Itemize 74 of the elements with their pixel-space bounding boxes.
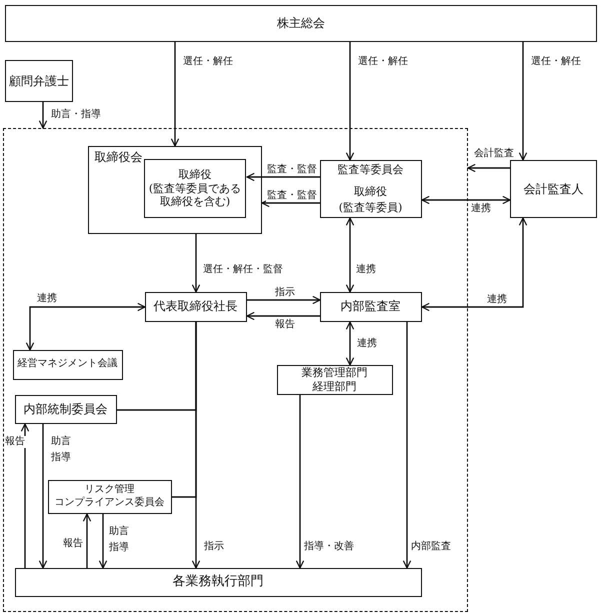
node-label: (監査等委員である取締役を含む) bbox=[148, 182, 242, 210]
connector-line bbox=[26, 302, 146, 351]
edge-label: 指示 bbox=[203, 541, 225, 553]
edge-label: 助言・指導 bbox=[50, 109, 102, 121]
node-label: 株主総会 bbox=[277, 16, 325, 31]
box bbox=[144, 159, 246, 218]
box bbox=[5, 5, 597, 42]
edge-label: 報告 bbox=[274, 319, 296, 331]
edge-label: 連携 bbox=[486, 294, 508, 306]
node-label: 会計監査人 bbox=[524, 182, 584, 196]
connector-line bbox=[98, 514, 108, 569]
box bbox=[14, 568, 422, 596]
connector-line bbox=[170, 42, 180, 147]
node-label: 経理部門 bbox=[312, 380, 356, 394]
edge-label: 監査・監督 bbox=[266, 164, 318, 176]
edge-label: 連携 bbox=[355, 264, 377, 276]
node-label: リスク管理 bbox=[84, 484, 134, 496]
box bbox=[276, 364, 392, 394]
connector-line bbox=[192, 234, 200, 293]
box bbox=[144, 292, 246, 322]
connector-line bbox=[518, 42, 528, 161]
box bbox=[320, 160, 422, 218]
node-label: 取締役 bbox=[178, 168, 212, 182]
connector-line bbox=[467, 164, 510, 172]
box bbox=[510, 160, 597, 218]
connector-line bbox=[38, 424, 48, 569]
box bbox=[320, 292, 422, 322]
box bbox=[5, 60, 73, 102]
connector-line bbox=[421, 196, 511, 204]
connector-line bbox=[346, 42, 354, 161]
edge-label: 連携 bbox=[356, 338, 378, 350]
dashed-boundary bbox=[3, 128, 468, 612]
node-label: コンプライアンス委員会 bbox=[54, 496, 164, 509]
connector-line bbox=[296, 395, 304, 569]
connector-line bbox=[246, 312, 320, 320]
node-label: 内部監査室 bbox=[340, 299, 400, 314]
box bbox=[12, 350, 122, 380]
node-label: 内部統制委員会 bbox=[24, 402, 108, 416]
edge-label: 連携 bbox=[470, 203, 492, 215]
connector-line bbox=[172, 322, 197, 498]
edge-label: 報告 bbox=[62, 538, 84, 550]
edge-label: 内部監査 bbox=[410, 541, 452, 553]
node-label: 各業務執行部門 bbox=[172, 574, 264, 590]
edge-label: 選任・解任 bbox=[530, 56, 582, 68]
connector-line bbox=[261, 198, 320, 208]
node-label: 監査等委員会 bbox=[338, 162, 404, 176]
edge-label: 選任・解任 bbox=[182, 56, 234, 68]
connector-line bbox=[346, 321, 354, 366]
connector-line bbox=[82, 513, 92, 568]
box bbox=[48, 480, 172, 514]
node-label: 取締役会 bbox=[94, 150, 142, 164]
node-label: 業務管理部門 bbox=[302, 366, 368, 380]
connector-line bbox=[346, 217, 354, 293]
edge-label: 報告 bbox=[4, 436, 26, 448]
connector-line bbox=[421, 217, 528, 312]
edge-label: 会計監査 bbox=[473, 148, 515, 160]
edge-label: 監査・監督 bbox=[266, 190, 318, 202]
edge-label: 選任・解任 bbox=[357, 56, 409, 68]
box bbox=[88, 146, 262, 234]
node-label: 取締役 bbox=[354, 184, 387, 198]
edge-label: 選任・解任・監督 bbox=[202, 264, 284, 276]
connector-line bbox=[247, 296, 321, 304]
node-label: 代表取締役社長 bbox=[154, 299, 238, 314]
node-label: 顧問弁護士 bbox=[9, 74, 69, 88]
edge-label: 指導・改善 bbox=[303, 541, 355, 553]
connector-line bbox=[402, 322, 412, 569]
connector-line bbox=[20, 423, 30, 568]
edge-label: 連携 bbox=[36, 293, 58, 305]
box bbox=[14, 394, 116, 424]
node-label: 経営マネジメント会議 bbox=[18, 358, 118, 371]
connector-line bbox=[246, 172, 320, 182]
edge-label: 指示 bbox=[274, 287, 296, 299]
connector-line bbox=[38, 102, 48, 129]
node-label: (監査等委員) bbox=[338, 200, 402, 214]
